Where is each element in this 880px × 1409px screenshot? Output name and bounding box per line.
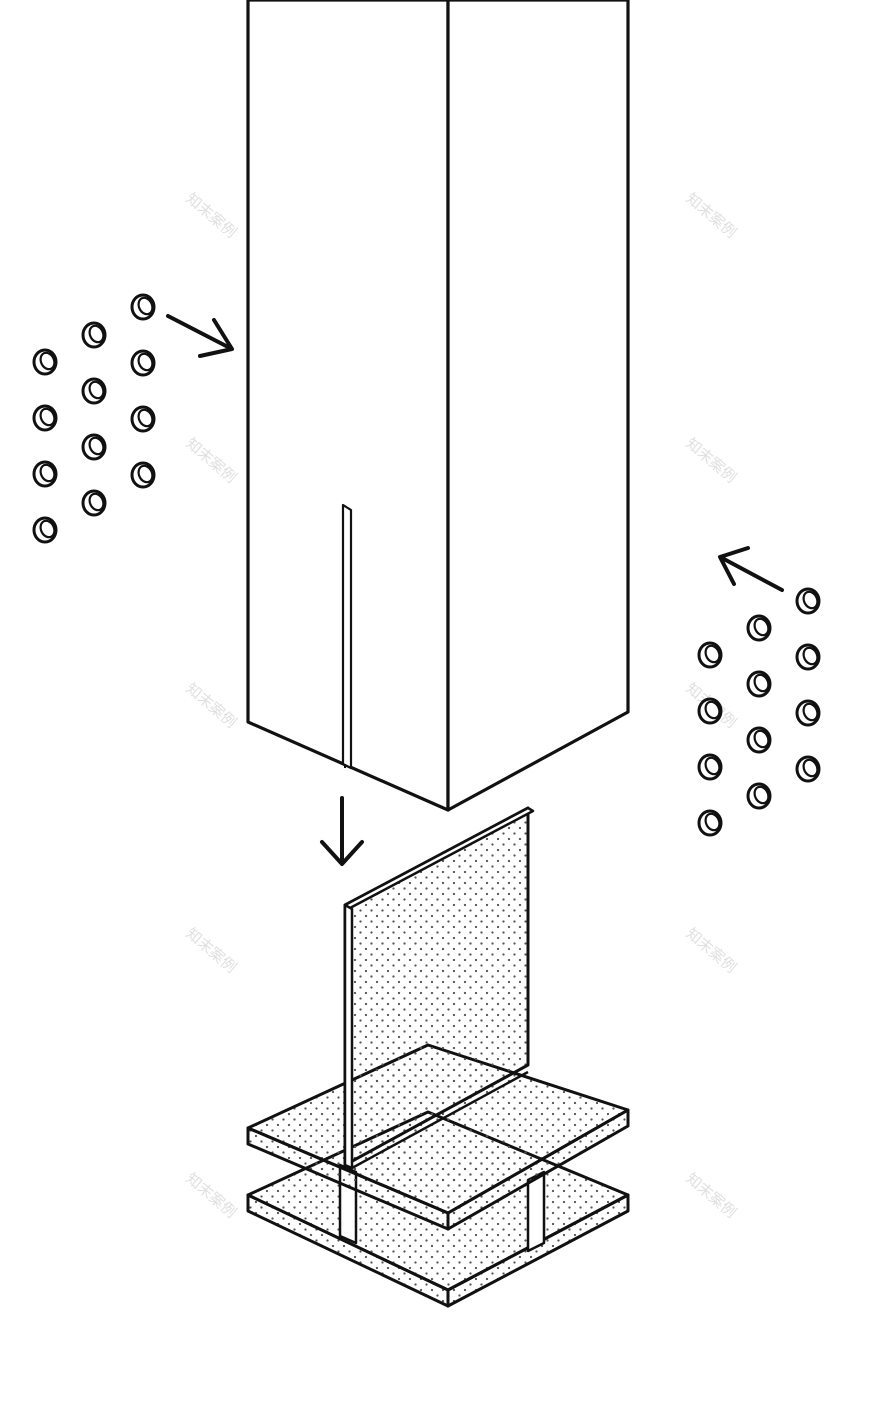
dowel-pin <box>697 753 723 781</box>
dowel-pin <box>81 377 107 405</box>
dowel-pin <box>32 460 58 488</box>
dowel-pin <box>795 755 821 783</box>
dowel-pin <box>697 809 723 837</box>
dowel-pin <box>32 348 58 376</box>
watermark-text: 知末案例 <box>682 1169 740 1221</box>
column-right-face <box>446 0 630 812</box>
dowel-pin <box>795 699 821 727</box>
dowel-pin <box>32 404 58 432</box>
watermark-text: 知末案例 <box>182 924 240 976</box>
dowel-pin <box>81 433 107 461</box>
dowel-pin <box>795 587 821 615</box>
dowel-group-right <box>697 587 821 837</box>
steel-connector <box>246 806 630 1308</box>
arrow-right-icon <box>166 314 234 358</box>
dowel-pin <box>130 349 156 377</box>
dowel-pin <box>795 643 821 671</box>
dowel-pin <box>746 614 772 642</box>
dowel-pin <box>130 293 156 321</box>
arrow-left-icon <box>718 546 784 592</box>
arrow-down-icon <box>320 796 364 866</box>
watermark-text: 知末案例 <box>182 434 240 486</box>
dowel-pin <box>81 321 107 349</box>
watermark-text: 知末案例 <box>182 1169 240 1221</box>
watermark-text: 知末案例 <box>682 434 740 486</box>
watermark-text: 知末案例 <box>182 679 240 731</box>
dowel-pin <box>697 697 723 725</box>
fin-plate-thickness <box>343 903 354 1170</box>
watermark-text: 知末案例 <box>682 189 740 241</box>
dowel-pin <box>81 489 107 517</box>
dowel-pin <box>746 670 772 698</box>
dowel-pin <box>32 516 58 544</box>
dowel-pin <box>746 782 772 810</box>
timber-column <box>246 0 630 812</box>
dowel-pin <box>130 461 156 489</box>
dowel-pin <box>746 726 772 754</box>
dowel-pin <box>697 641 723 669</box>
dowel-pin <box>130 405 156 433</box>
watermark-text: 知末案例 <box>682 924 740 976</box>
column-slot <box>341 503 353 770</box>
watermark-text: 知末案例 <box>182 189 240 241</box>
dowel-group-left <box>32 293 156 544</box>
